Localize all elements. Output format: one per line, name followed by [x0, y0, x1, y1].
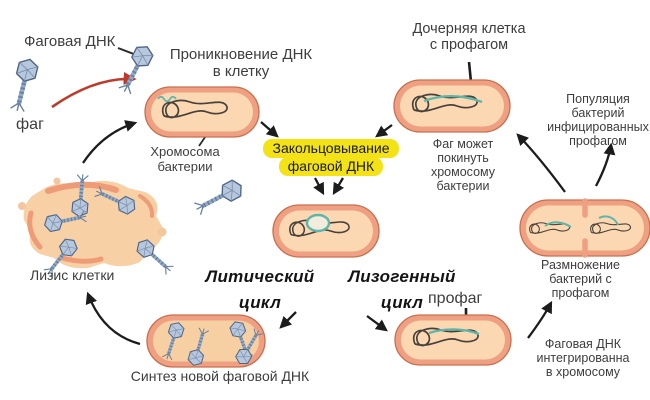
arrow-dividing-to-population [594, 142, 616, 187]
bacterium-cell-dividing [519, 198, 650, 258]
phage-icon [192, 178, 245, 218]
label-circularization-line1: Закольцовывание [263, 139, 399, 158]
label-lytic-cycle: Литический цикл [205, 267, 315, 312]
arrow-dividing-to-daughter [516, 133, 566, 193]
phage-icon [8, 57, 39, 113]
label-penetration: Проникновение ДНК в клетку [169, 46, 313, 80]
label-prophage: профаг [428, 290, 483, 307]
bacterium-cell-circularized [272, 204, 380, 258]
label-phage: фаг [16, 116, 44, 133]
label-reproduction: Размножение бактерий с профагом [541, 258, 620, 300]
phage-icon [116, 43, 155, 96]
pointer-daughter-cell [467, 61, 473, 83]
label-population: Популяция бактерий инфицированных профаг… [547, 92, 649, 148]
integrated-prophage-dna [423, 95, 483, 104]
label-phage-may-leave: Фаг может покинуть хромосому бактерии [430, 137, 496, 193]
arrow-lysis-to-cellA [82, 120, 138, 164]
arrow-cellB-to-lysogenic-cell [366, 315, 388, 332]
bacterium-cell-lysogenic [394, 314, 512, 366]
integrated-prophage-dna [544, 215, 619, 228]
bacterium-cell-penetration [144, 86, 260, 138]
label-lysogenic-cycle: Лизогенный цикл [348, 267, 456, 312]
bacterium-cell-daughter [393, 79, 511, 133]
label-circularization-line2: фаговой ДНК [278, 157, 384, 176]
label-integrated-dna: Фаговая ДНК интегрированна в хромосому [536, 337, 630, 379]
label-lysis: Лизис клетки [30, 267, 115, 283]
injected-phage-dna [157, 95, 177, 103]
arrow-synthesis-to-lysis [85, 291, 141, 346]
label-circularization: Закольцовывание фаговой ДНК [250, 139, 412, 176]
arrow-lysogenic-to-dividing [527, 300, 553, 339]
circular-phage-dna [305, 213, 331, 233]
arrow-circularization-to-cellB-right [332, 177, 345, 196]
arrow-circularization-to-cellB-left [313, 177, 325, 196]
label-phage-dna: Фаговая ДНК [24, 33, 116, 50]
integrated-prophage-dna [428, 328, 480, 336]
arrow-cellA-to-circularization [260, 121, 279, 138]
label-daughter-cell: Дочерняя клетка с профагом [412, 21, 526, 54]
arrow-daughter-to-circularization [375, 124, 393, 138]
arrow-cellB-to-synthesis [279, 311, 297, 329]
arrow-phage-to-cell [51, 71, 137, 109]
label-chromosome: Хромосома бактерии [150, 144, 220, 174]
label-synthesis: Синтез новой фаговой ДНК [130, 368, 310, 384]
